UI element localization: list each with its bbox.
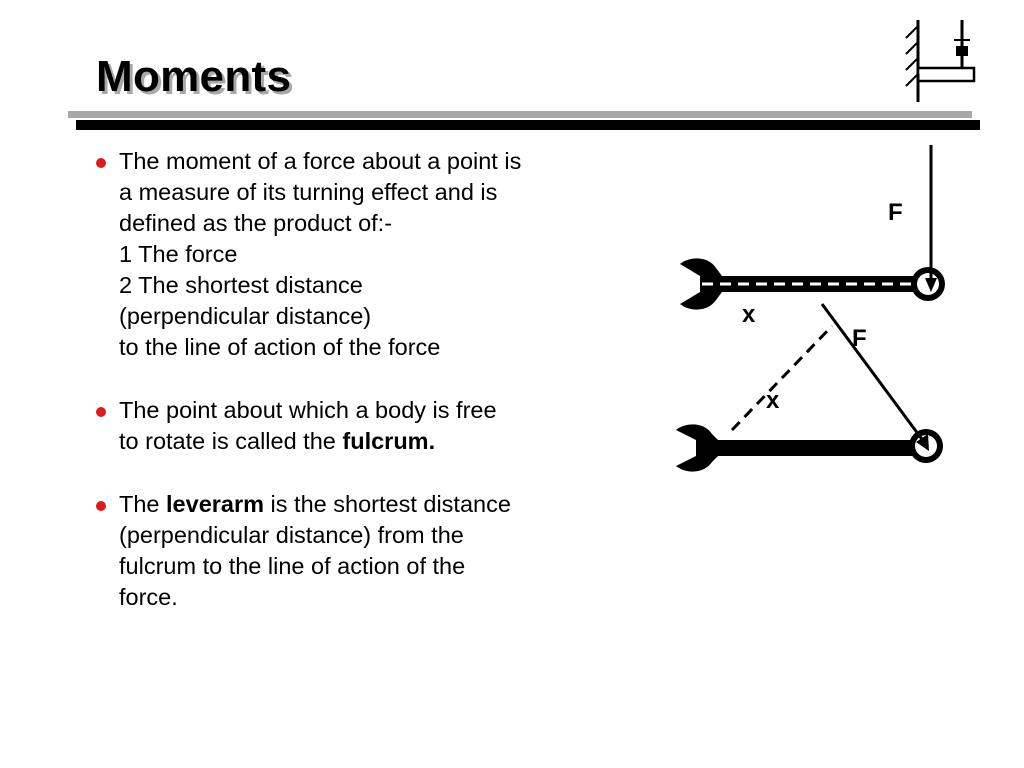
force-line-lower xyxy=(820,303,926,443)
bullet-line: 1 The force xyxy=(119,241,238,267)
term-fulcrum: fulcrum. xyxy=(342,428,436,454)
label-distance-lower: x xyxy=(766,387,780,414)
bullet-text: The xyxy=(119,491,167,517)
term-leverarm: leverarm xyxy=(166,491,265,517)
bullet-line: The point about which a body is free xyxy=(119,397,497,423)
bullet-text: to rotate is called the xyxy=(119,428,343,454)
bullet-line: (perpendicular distance) xyxy=(119,303,372,329)
bullet-line: The leverarm is the shortest distance xyxy=(119,489,622,520)
label-distance-top: x xyxy=(742,301,756,328)
bullet-dot xyxy=(96,407,106,417)
bullet-dot xyxy=(96,501,106,511)
leverarm-dashed-line xyxy=(730,324,834,432)
bullet-line: to rotate is called the fulcrum. xyxy=(119,426,622,457)
bullet-text: is the shortest distance xyxy=(264,491,511,517)
spanner-bottom-icon xyxy=(676,424,943,472)
spanner-moment-diagram: F x F x xyxy=(676,145,945,472)
bullet-dot xyxy=(96,158,106,168)
slide-title: Moments xyxy=(96,52,292,101)
bullet-line: defined as the product of:- xyxy=(119,210,393,236)
title-rule-gray xyxy=(68,111,972,118)
label-force-lower: F xyxy=(852,325,867,352)
wall-bracket-logo-icon xyxy=(905,20,976,102)
bullet-line: a measure of its turning effect and is xyxy=(119,179,498,205)
bullet-line: (perpendicular distance) from the xyxy=(119,522,464,548)
bullet-moment-definition: The moment of a force about a point is a… xyxy=(92,146,622,363)
bullet-fulcrum: The point about which a body is free to … xyxy=(92,395,622,457)
bullet-line: force. xyxy=(119,584,178,610)
force-arrowhead-top-icon xyxy=(925,278,937,292)
bullet-list: The moment of a force about a point is a… xyxy=(92,146,622,645)
bullet-leverarm: The leverarm is the shortest distance (p… xyxy=(92,489,622,613)
bullet-line: The moment of a force about a point is xyxy=(119,148,522,174)
bullet-line: to the line of action of the force xyxy=(119,334,441,360)
title-rule-black xyxy=(76,120,980,130)
bullet-line: fulcrum to the line of action of the xyxy=(119,553,466,579)
spanner-top-icon xyxy=(680,258,945,310)
bullet-line: 2 The shortest distance xyxy=(119,272,363,298)
force-arrowhead-lower-icon xyxy=(916,434,929,451)
label-force-top: F xyxy=(888,199,903,226)
